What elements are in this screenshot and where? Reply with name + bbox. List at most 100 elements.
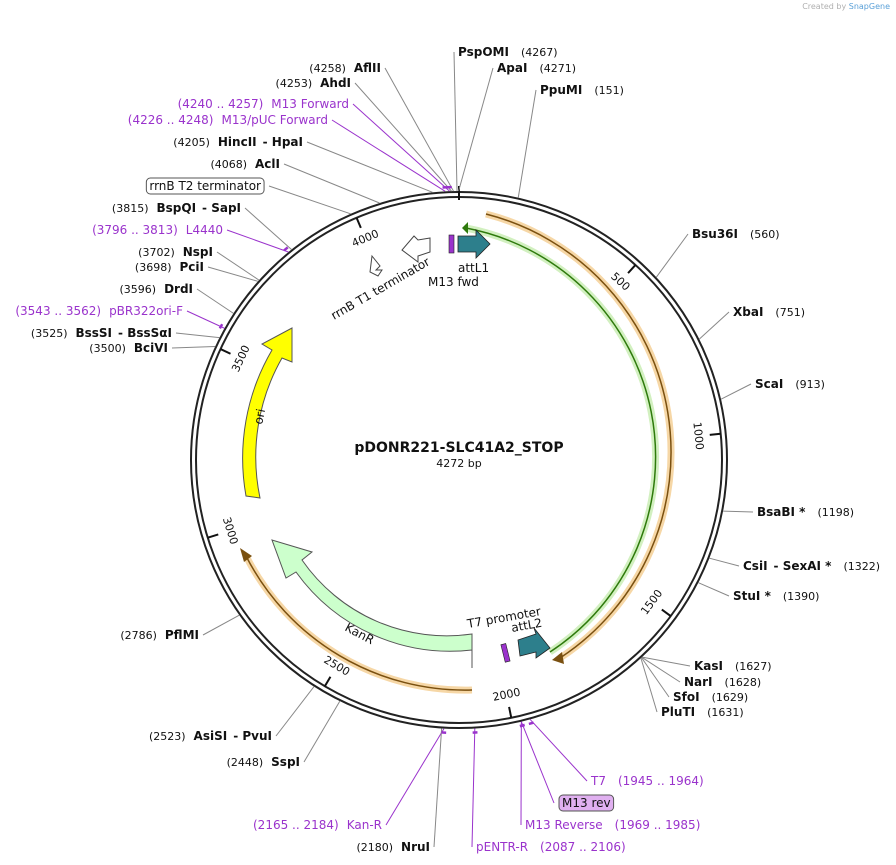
text-apai: ApaI(4271): [497, 61, 576, 75]
enz-brui: NruI: [401, 840, 430, 854]
label-l4440[interactable]: (3796 .. 3813)L4440: [92, 223, 223, 237]
enz-stui: StuI *: [733, 589, 772, 603]
label-kanrp[interactable]: (2165 .. 2184)Kan-R: [253, 818, 382, 832]
label-acli[interactable]: (4068)AclI: [210, 157, 280, 171]
label-drdi[interactable]: (3596)DrdI: [119, 282, 193, 296]
text-acli: (4068)AclI: [210, 157, 280, 171]
label-apai[interactable]: ApaI(4271): [497, 61, 576, 75]
text-pflmi: (2786)PflMI: [120, 628, 199, 642]
enz-bsabi: BsaBI *: [757, 505, 806, 519]
prim-l4440: L4440: [186, 223, 223, 237]
prim-m13reverse: (1969 .. 1985): [615, 818, 701, 832]
pos-aflii: (4258): [309, 62, 346, 75]
label-pflmi[interactable]: (2786)PflMI: [120, 628, 199, 642]
leader-aflii: [384, 67, 454, 192]
text-m13reverse: M13 Reverse (1969 .. 1985): [525, 818, 700, 832]
label-m13fwdp[interactable]: (4240 .. 4257)M13 Forward: [178, 97, 349, 111]
label-asisi[interactable]: (2523)AsiSI- PvuI: [149, 729, 272, 743]
label-rrnbt2[interactable]: rrnB T2 terminator: [145, 177, 265, 195]
credit-brand: SnapGene: [848, 2, 890, 11]
text-pspomi: PspOMI(4267): [458, 45, 558, 59]
leader-t7p: [529, 719, 588, 782]
label-pspomi[interactable]: PspOMI(4267): [458, 45, 558, 59]
tick-label-2000: 2000: [492, 686, 522, 704]
label-sfoi[interactable]: SfoI(1629): [673, 690, 748, 704]
text-aflii: (4258) AflII: [309, 61, 381, 75]
label-hincii[interactable]: (4205)HincII- HpaI: [173, 135, 303, 149]
primer-mark-t7p: [528, 721, 534, 726]
label-m13reverse[interactable]: M13 Reverse (1969 .. 1985): [525, 818, 700, 832]
label-stui[interactable]: StuI * (1390): [733, 589, 819, 603]
enz-ppumi: PpuMI: [540, 83, 582, 97]
text-ppumi: PpuMI (151): [540, 83, 624, 97]
leader-bcivi: [171, 346, 216, 349]
prim-kanrp: Kan-R: [347, 818, 382, 832]
label-csii[interactable]: CsiI- SexAI *(1322): [743, 559, 880, 573]
label-ppumi[interactable]: PpuMI (151): [540, 83, 624, 97]
label-aflii[interactable]: (4258) AflII: [309, 61, 381, 75]
label-bspqi[interactable]: (3815)BspQI- SapI: [112, 201, 241, 215]
pos-sspi: (2448): [227, 756, 264, 769]
enz-aflii: AflII: [354, 61, 381, 75]
text-sfoi: SfoI(1629): [673, 690, 748, 704]
label-bsu36i[interactable]: Bsu36I(560): [692, 227, 780, 241]
leader-stui: [698, 582, 730, 597]
label-nspi[interactable]: (3702)NspI: [138, 245, 213, 259]
leader-sspi: [303, 700, 341, 763]
label-scai[interactable]: ScaI(913): [755, 377, 825, 391]
label-sspi[interactable]: (2448)SspI: [227, 755, 300, 769]
pos-stui: (1390): [783, 590, 820, 603]
leader-bspqi: [244, 207, 292, 250]
leader-pluti: [640, 658, 658, 713]
label-ahdi[interactable]: (4253)AhdI: [276, 76, 351, 90]
label-t7p[interactable]: T7(1945 .. 1964): [590, 774, 704, 788]
enz-bspqi: BspQI: [156, 201, 196, 215]
leader-bsu36i: [655, 233, 689, 278]
leader-m13puc: [331, 119, 446, 192]
enz-bsssi: BssSI: [75, 326, 112, 340]
label-bsssi[interactable]: (3525)BssSI- BssSαI: [31, 326, 172, 340]
text-bsu36i: Bsu36I(560): [692, 227, 780, 241]
prim-pentrr: pENTR-R: [476, 840, 528, 854]
t7-marker: [500, 643, 511, 663]
pos-bsssi: (3525): [31, 327, 68, 340]
label-bcivi[interactable]: (3500)BciVI: [89, 341, 168, 355]
dash-csii: -: [774, 559, 783, 573]
leader-rrnbt2: [268, 185, 351, 215]
label-bsabi[interactable]: BsaBI *(1198): [757, 505, 854, 519]
dash-hincii: -: [263, 135, 272, 149]
pos-bcivi: (3500): [89, 342, 126, 355]
enz-hincii: HincII: [218, 135, 257, 149]
tick-label-3000: 3000: [220, 515, 241, 546]
label-nari[interactable]: NarI(1628): [684, 675, 761, 689]
text-pbr322: (3543 .. 3562)pBR322ori-F: [15, 304, 183, 318]
prim-m13reverse: M13 Reverse: [525, 818, 603, 832]
text-nari: NarI(1628): [684, 675, 761, 689]
prim-t7p: (1945 .. 1964): [618, 774, 704, 788]
text-sspi: (2448)SspI: [227, 755, 300, 769]
label-m13puc[interactable]: (4226 .. 4248)M13/pUC Forward: [128, 113, 328, 127]
label-xbai[interactable]: XbaI(751): [733, 305, 805, 319]
credit-prefix: Created by: [802, 2, 847, 11]
enz-bsssi: BssSαI: [127, 326, 172, 340]
label-pcii[interactable]: (3698)PciI: [135, 260, 204, 274]
kanr-arrow: [271, 539, 473, 668]
pos-ppumi: (151): [594, 84, 624, 97]
text-t7p: T7(1945 .. 1964): [590, 774, 704, 788]
orange-arrow-left-head: [240, 548, 252, 562]
leader-pbr322: [186, 310, 225, 329]
text-hincii: (4205)HincII- HpaI: [173, 135, 303, 149]
label-pbr322[interactable]: (3543 .. 3562)pBR322ori-F: [15, 304, 183, 318]
label-kasi[interactable]: KasI(1627): [694, 659, 772, 673]
dash-asisi: -: [233, 729, 242, 743]
label-brui[interactable]: (2180)NruI: [356, 840, 430, 854]
feature-box-m13rev: [558, 794, 615, 812]
leader-asisi: [275, 686, 315, 737]
enz-kasi: KasI: [694, 659, 723, 673]
label-pluti[interactable]: PluTI(1631): [661, 705, 744, 719]
label-m13rev[interactable]: M13 rev: [558, 794, 615, 812]
text-ahdi: (4253)AhdI: [276, 76, 351, 90]
enz-pspomi: PspOMI: [458, 45, 509, 59]
tick-mark-3500: [220, 348, 231, 355]
label-pentrr[interactable]: pENTR-R(2087 .. 2106): [476, 840, 626, 854]
